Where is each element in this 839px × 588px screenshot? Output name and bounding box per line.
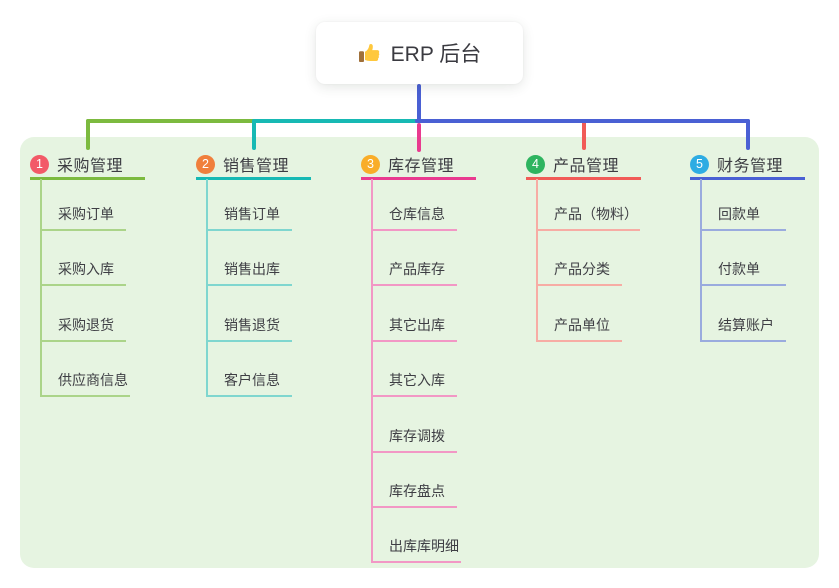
branch-5-title[interactable]: 5 财务管理 [690, 151, 805, 180]
branch-3-number-badge: 3 [361, 154, 380, 174]
connector-drop-branch-2 [251, 119, 256, 150]
connector-bus-segment-teal [251, 119, 419, 123]
branch-5-child-3[interactable]: 结算账户 [700, 316, 786, 342]
branch-4-number-badge: 4 [526, 154, 545, 174]
branch-4-title[interactable]: 4 产品管理 [526, 151, 641, 180]
branch-2-number-badge: 2 [196, 154, 215, 174]
branch-4-child-3[interactable]: 产品单位 [536, 316, 622, 342]
branch-3-child-3[interactable]: 其它出库 [371, 316, 457, 342]
branch-3-title[interactable]: 3 库存管理 [361, 151, 476, 180]
branch-4-child-1[interactable]: 产品（物料） [536, 205, 640, 231]
branch-2-label: 销售管理 [223, 158, 290, 175]
branch-2-child-4[interactable]: 客户信息 [206, 371, 292, 397]
branch-2-child-1[interactable]: 销售订单 [206, 205, 292, 231]
branch-4-label: 产品管理 [553, 158, 620, 175]
branch-1-child-3[interactable]: 采购退货 [40, 316, 126, 342]
thumbs-up-icon [358, 41, 382, 65]
branch-5-child-2[interactable]: 付款单 [700, 260, 786, 286]
branch-5-child-1[interactable]: 回款单 [700, 205, 786, 231]
branch-3-child-5[interactable]: 库存调拨 [371, 427, 457, 453]
connector-drop-branch-4 [581, 119, 586, 150]
branch-1-child-2[interactable]: 采购入库 [40, 260, 126, 286]
root-node[interactable]: ERP 后台 [316, 22, 523, 84]
branches-panel-background [20, 137, 819, 568]
branch-1-number-badge: 1 [30, 154, 49, 174]
branch-3-child-4[interactable]: 其它入库 [371, 371, 457, 397]
branch-2-child-3[interactable]: 销售退货 [206, 316, 292, 342]
branch-1-child-4[interactable]: 供应商信息 [40, 371, 130, 397]
branch-3-child-7[interactable]: 出库库明细 [371, 537, 461, 563]
branch-2-title[interactable]: 2 销售管理 [196, 151, 311, 180]
connector-drop-branch-1 [85, 119, 90, 150]
branch-3-child-connector [371, 179, 373, 564]
connector-drop-branch-5 [745, 119, 750, 150]
branch-1-label: 采购管理 [57, 158, 124, 175]
connector-drop-branch-3 [416, 123, 421, 152]
branch-2-child-connector [206, 179, 208, 398]
branch-1-child-connector [40, 179, 42, 398]
branch-3-child-6[interactable]: 库存盘点 [371, 482, 457, 508]
branch-5-child-connector [700, 179, 702, 342]
branch-4-child-2[interactable]: 产品分类 [536, 260, 622, 286]
connector-bus-segment-green [85, 119, 256, 123]
root-title: ERP 后台 [390, 43, 482, 66]
branch-1-title[interactable]: 1 采购管理 [30, 151, 145, 180]
branch-5-number-badge: 5 [690, 154, 709, 174]
branch-1-child-1[interactable]: 采购订单 [40, 205, 126, 231]
branch-5-label: 财务管理 [717, 158, 784, 175]
connector-root-vertical [417, 84, 421, 123]
branch-2-child-2[interactable]: 销售出库 [206, 260, 292, 286]
branch-4-child-connector [536, 179, 538, 342]
connector-bus-segment-blue [415, 119, 750, 123]
branch-3-child-2[interactable]: 产品库存 [371, 260, 457, 286]
branch-3-child-1[interactable]: 仓库信息 [371, 205, 457, 231]
branch-3-label: 库存管理 [388, 158, 455, 175]
